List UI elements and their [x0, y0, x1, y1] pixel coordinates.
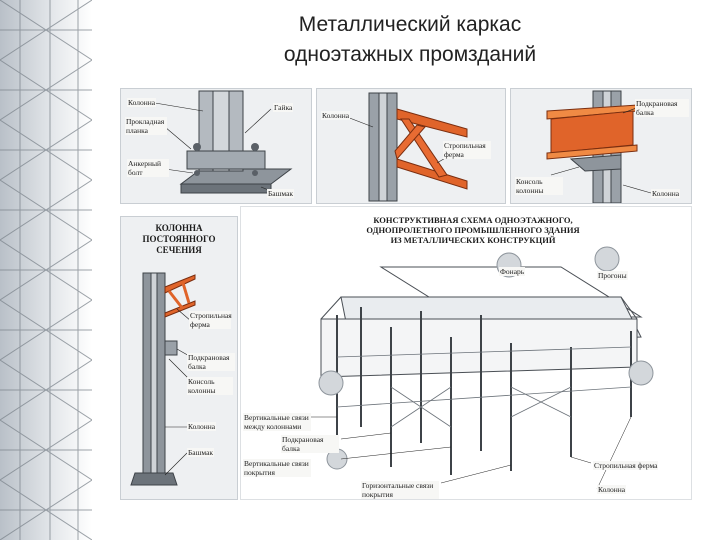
label-horizontal-bracing-roof: Горизонтальные связи покрытия	[361, 481, 439, 499]
title-line-1: Металлический каркас	[298, 13, 522, 36]
panel-column-truss: Колонна Стропильная ферма	[316, 88, 506, 204]
label-column: Колонна	[321, 111, 351, 120]
label-anchor-bolt: Анкерный болт	[127, 159, 169, 177]
label-crane-beam: Подкрановая балка	[635, 99, 689, 117]
label-crane-beam: Подкрановая балка	[281, 435, 339, 453]
heading-line-1: КОЛОННА	[155, 223, 203, 233]
label-crane-beam: Подкрановая балка	[187, 353, 235, 371]
label-truss: Стропильная ферма	[189, 311, 232, 329]
label-truss: Стропильная ферма	[443, 141, 491, 159]
scheme-heading-line-2: ОДНОПРОЛЕТНОГО ПРОМЫШЛЕННОГО ЗДАНИЯ	[366, 225, 580, 235]
scheme-heading-line-1: КОНСТРУКТИВНАЯ СХЕМА ОДНОЭТАЖНОГО,	[373, 215, 573, 225]
label-plate: Прокладная планка	[125, 117, 167, 135]
title-line-2: одноэтажных промзданий	[283, 43, 537, 66]
label-shoe: Башмак	[267, 189, 295, 198]
column-truss-illustration	[346, 92, 468, 202]
constant-column-illustration	[130, 272, 196, 486]
label-truss: Стропильная ферма	[593, 461, 659, 470]
crane-beam-illustration	[546, 90, 652, 203]
label-column: Колонна	[651, 189, 681, 198]
label-column: Колонна	[187, 422, 217, 431]
label-vertical-bracing-roof: Вертикальные связи покрытия	[243, 459, 311, 477]
panel-constant-column: КОЛОННА ПОСТОЯННОГО СЕЧЕНИЯ Стропильная …	[120, 216, 238, 500]
label-lantern: Фонарь	[499, 267, 526, 276]
constant-column-heading: КОЛОННА ПОСТОЯННОГО СЕЧЕНИЯ	[135, 223, 223, 256]
heading-line-3: СЕЧЕНИЯ	[156, 245, 202, 255]
scheme-heading: КОНСТРУКТИВНАЯ СХЕМА ОДНОЭТАЖНОГО, ОДНОП…	[337, 215, 609, 245]
scheme-heading-line-3: ИЗ МЕТАЛЛИЧЕСКИХ КОНСТРУКЦИЙ	[390, 235, 556, 245]
building-frame-illustration	[311, 246, 654, 490]
panel-column-base: Колонна Гайка Прокладная планка Анкерный…	[120, 88, 312, 204]
column-base-illustration	[154, 90, 293, 194]
label-purlins: Прогоны	[597, 271, 628, 280]
label-nut: Гайка	[273, 103, 294, 112]
label-console: Консоль колонны	[515, 177, 563, 195]
slide-title: Металлический каркас одноэтажных промзда…	[200, 10, 620, 70]
heading-line-2: ПОСТОЯННОГО	[142, 234, 216, 244]
panel-crane-beam: Подкрановая балка Консоль колонны Колонн…	[510, 88, 692, 204]
label-shoe: Башмак	[187, 448, 215, 457]
label-vertical-bracing-columns: Вертикальные связи между колоннами	[243, 413, 311, 431]
background-lattice-photo	[0, 0, 92, 540]
label-column: Колонна	[127, 98, 157, 107]
panel-structural-scheme: КОНСТРУКТИВНАЯ СХЕМА ОДНОЭТАЖНОГО, ОДНОП…	[240, 206, 692, 500]
label-console: Консоль колонны	[187, 377, 233, 395]
label-column: Колонна	[597, 485, 627, 494]
